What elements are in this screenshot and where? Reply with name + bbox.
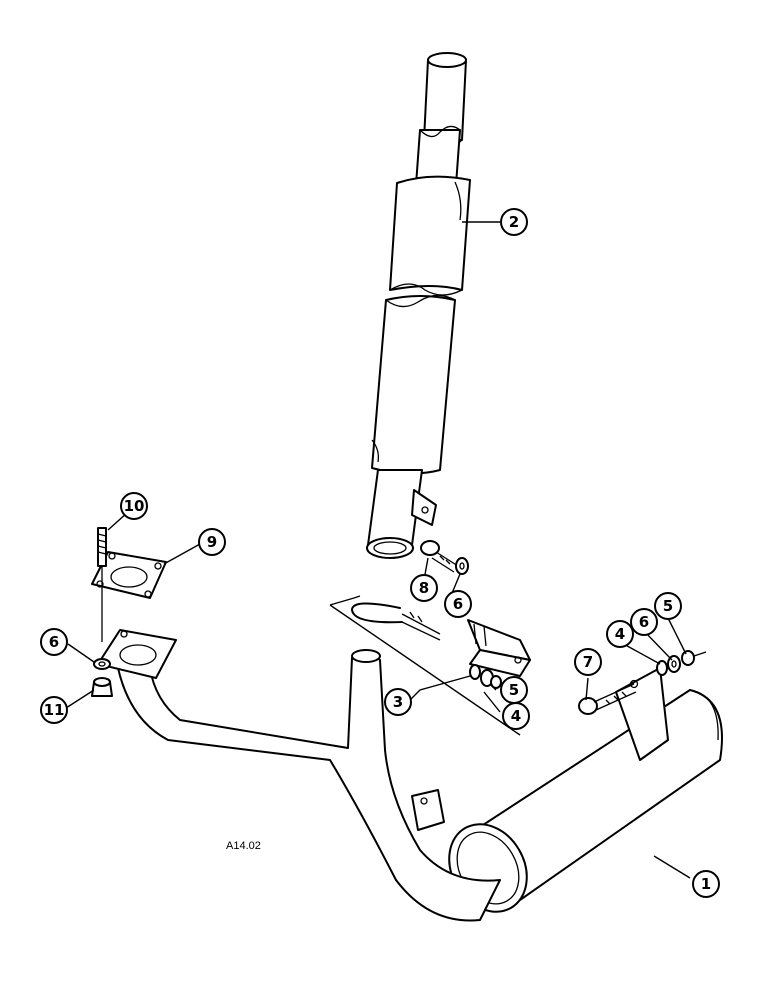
tail-pipe-lower [366,294,456,559]
nut-11 [91,677,113,697]
washer-5-clamp [480,669,502,689]
svg-text:8: 8 [419,579,429,597]
callout-8: 8 [410,574,438,602]
callout-6-left: 6 [40,628,68,656]
nut-5-right [681,650,707,666]
svg-text:9: 9 [207,533,217,551]
callout-4-right: 4 [606,620,634,648]
callout-3: 3 [384,688,412,716]
callout-11: 11 [40,696,68,724]
svg-text:6: 6 [453,595,463,613]
svg-text:3: 3 [393,693,403,711]
svg-text:5: 5 [663,597,673,615]
washer-6-left [93,658,111,670]
stud [97,527,107,642]
bolt-7 [578,683,637,715]
screw-8 [420,540,459,573]
figure-reference: A14.02 [226,840,261,852]
svg-text:4: 4 [615,625,625,643]
svg-text:10: 10 [124,497,145,515]
svg-text:6: 6 [49,633,59,651]
callout-7: 7 [574,648,602,676]
tail-pipe-middle [389,175,471,296]
callout-9: 9 [198,528,226,556]
svg-text:2: 2 [509,213,519,231]
clamp-assembly [329,595,531,736]
washer-4-clamp [469,664,481,680]
callout-1: 1 [692,870,720,898]
svg-text:7: 7 [583,653,593,671]
washer-6-upper [455,557,469,575]
callout-6-right: 6 [630,608,658,636]
callout-5-right: 5 [654,592,682,620]
svg-text:6: 6 [639,613,649,631]
callout-2: 2 [500,208,528,236]
svg-text:1: 1 [701,875,711,893]
tail-pipe-upper [415,52,467,186]
down-pipe [97,629,501,922]
callout-4-clamp: 4 [502,702,530,730]
callout-10: 10 [120,492,148,520]
callout-5-clamp: 5 [500,676,528,704]
svg-text:4: 4 [511,707,521,725]
muffler [411,667,723,913]
washer-6-right [667,655,681,673]
svg-text:5: 5 [509,681,519,699]
callout-6-upper: 6 [444,590,472,618]
svg-text:11: 11 [44,701,65,719]
